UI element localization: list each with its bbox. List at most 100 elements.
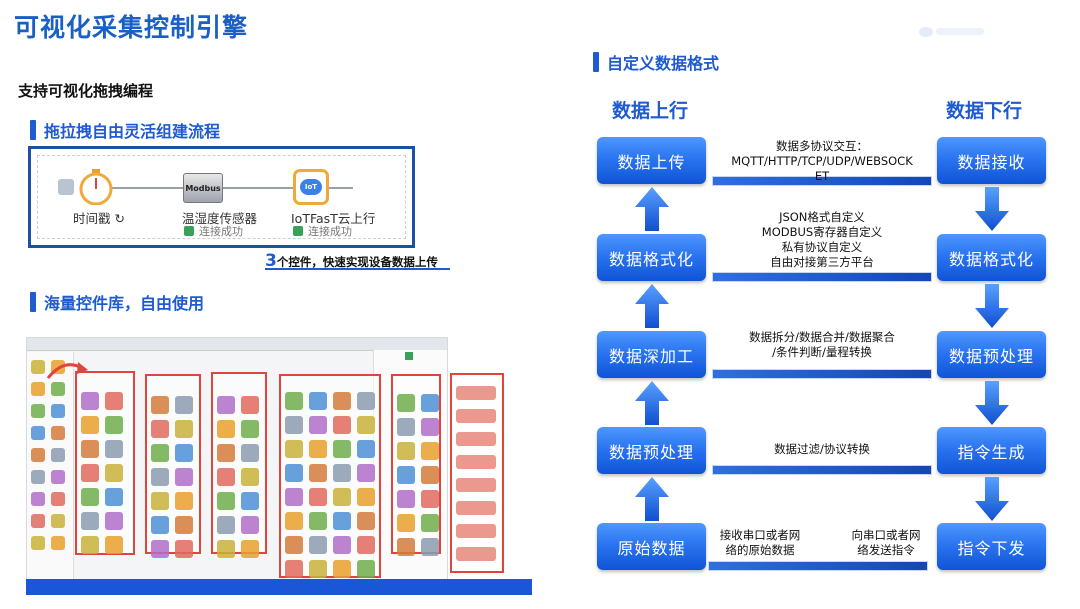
library-node-icon	[421, 466, 439, 484]
library-node-icon	[357, 536, 375, 554]
deploy-icon	[405, 352, 413, 360]
section-marker	[30, 120, 36, 140]
library-node-icon	[421, 442, 439, 460]
caption-underline	[265, 268, 450, 270]
library-node-icon	[456, 501, 496, 515]
library-node-icon	[285, 512, 303, 530]
library-node-icon	[241, 396, 259, 414]
library-node-icon	[285, 392, 303, 410]
library-node-icon	[397, 466, 415, 484]
library-node-icon	[397, 538, 415, 556]
library-node-icon	[217, 516, 235, 534]
connector-bar	[708, 561, 928, 571]
library-node-icon	[81, 392, 99, 410]
connector-bar	[712, 465, 932, 475]
inject-button-icon[interactable]	[58, 179, 74, 195]
library-node-icon	[51, 514, 65, 528]
library-node-icon	[175, 516, 193, 534]
caption-text: 个控件，快速实现设备数据上传	[276, 255, 438, 269]
library-node-icon	[151, 468, 169, 486]
library-node-icon	[333, 416, 351, 434]
library-node-icon	[51, 448, 65, 462]
library-node-icon	[456, 432, 496, 446]
downstream-step: 指令生成	[937, 427, 1046, 474]
library-node-icon	[285, 416, 303, 434]
library-node-icon	[151, 420, 169, 438]
library-node-icon	[81, 464, 99, 482]
connector-bar	[712, 176, 932, 186]
library-node-icon	[456, 455, 496, 469]
section-library-label: 海量控件库，自由使用	[44, 294, 205, 313]
raw-data-description: 接收串口或者网络的原始数据	[712, 528, 808, 558]
library-node-icon	[456, 547, 496, 561]
library-tabbar	[27, 338, 447, 351]
library-node-icon	[241, 420, 259, 438]
iot-cloud-icon: IoT	[300, 179, 322, 195]
library-node-icon	[51, 426, 65, 440]
library-node-icon	[421, 418, 439, 436]
library-node-icon	[31, 404, 45, 418]
node-sensor-status: 连接成功	[184, 223, 243, 239]
node-iot-status: 连接成功	[293, 223, 352, 239]
library-node-icon	[81, 512, 99, 530]
down-arrow-icon	[975, 476, 1009, 521]
library-node-icon	[357, 464, 375, 482]
library-node-icon	[357, 392, 375, 410]
page-title: 可视化采集控制引擎	[14, 13, 249, 42]
library-node-icon	[397, 514, 415, 532]
library-node-icon	[217, 444, 235, 462]
library-node-icon	[31, 470, 45, 484]
up-arrow-icon	[635, 284, 669, 328]
library-node-icon	[217, 420, 235, 438]
upstream-title: 数据上行	[612, 100, 689, 122]
library-node-icon	[333, 560, 351, 578]
exchange-line: ET	[814, 169, 830, 183]
iot-cloud-node[interactable]: IoT	[293, 169, 329, 205]
library-node-icon	[357, 488, 375, 506]
library-node-icon	[81, 416, 99, 434]
library-node-icon	[241, 540, 259, 558]
library-node-icon	[357, 440, 375, 458]
library-node-icon	[217, 396, 235, 414]
library-node-icon	[309, 560, 327, 578]
library-node-icon	[105, 488, 123, 506]
library-node-icon	[105, 536, 123, 554]
connector-bar	[712, 369, 932, 379]
library-node-icon	[31, 536, 45, 550]
library-node-icon	[333, 512, 351, 530]
library-node-icon	[333, 440, 351, 458]
exchange-line: 数据多协议交互：	[776, 139, 868, 153]
library-node-icon	[217, 540, 235, 558]
library-node-icon	[51, 470, 65, 484]
library-node-icon	[31, 360, 45, 374]
library-node-icon	[31, 514, 45, 528]
library-node-icon	[285, 440, 303, 458]
library-node-icon	[81, 536, 99, 554]
exchange-line: /条件判断/量程转换	[772, 345, 872, 359]
up-arrow-icon	[635, 476, 669, 521]
library-node-icon	[217, 492, 235, 510]
exchange-line: MQTT/HTTP/TCP/UDP/WEBSOCK	[731, 154, 913, 168]
library-node-icon	[175, 420, 193, 438]
downstream-step: 数据预处理	[937, 331, 1046, 378]
modbus-node[interactable]: Modbus	[183, 173, 223, 203]
node-sensor-label: 温湿度传感器	[182, 211, 258, 226]
library-node-icon	[241, 444, 259, 462]
library-node-icon	[151, 540, 169, 558]
library-node-icon	[397, 490, 415, 508]
library-node-icon	[456, 386, 496, 400]
down-arrow-icon	[975, 284, 1009, 328]
library-node-icon	[31, 448, 45, 462]
library-node-icon	[333, 488, 351, 506]
upstream-step: 数据上传	[597, 137, 706, 184]
flow-caption: 3个控件，快速实现设备数据上传	[265, 251, 438, 271]
library-node-icon	[241, 516, 259, 534]
stopwatch-icon[interactable]	[79, 169, 113, 205]
node-iot-label: IoTFasT云上行	[291, 211, 376, 226]
library-node-icon	[397, 418, 415, 436]
downstream-title: 数据下行	[946, 100, 1023, 122]
library-node-icon	[309, 512, 327, 530]
down-arrow-icon	[975, 380, 1009, 425]
flow-editor[interactable]: 时间戳 ↻ Modbus 温湿度传感器 连接成功 IoT IoTFasT云上行 …	[28, 146, 415, 248]
library-node-icon	[175, 444, 193, 462]
